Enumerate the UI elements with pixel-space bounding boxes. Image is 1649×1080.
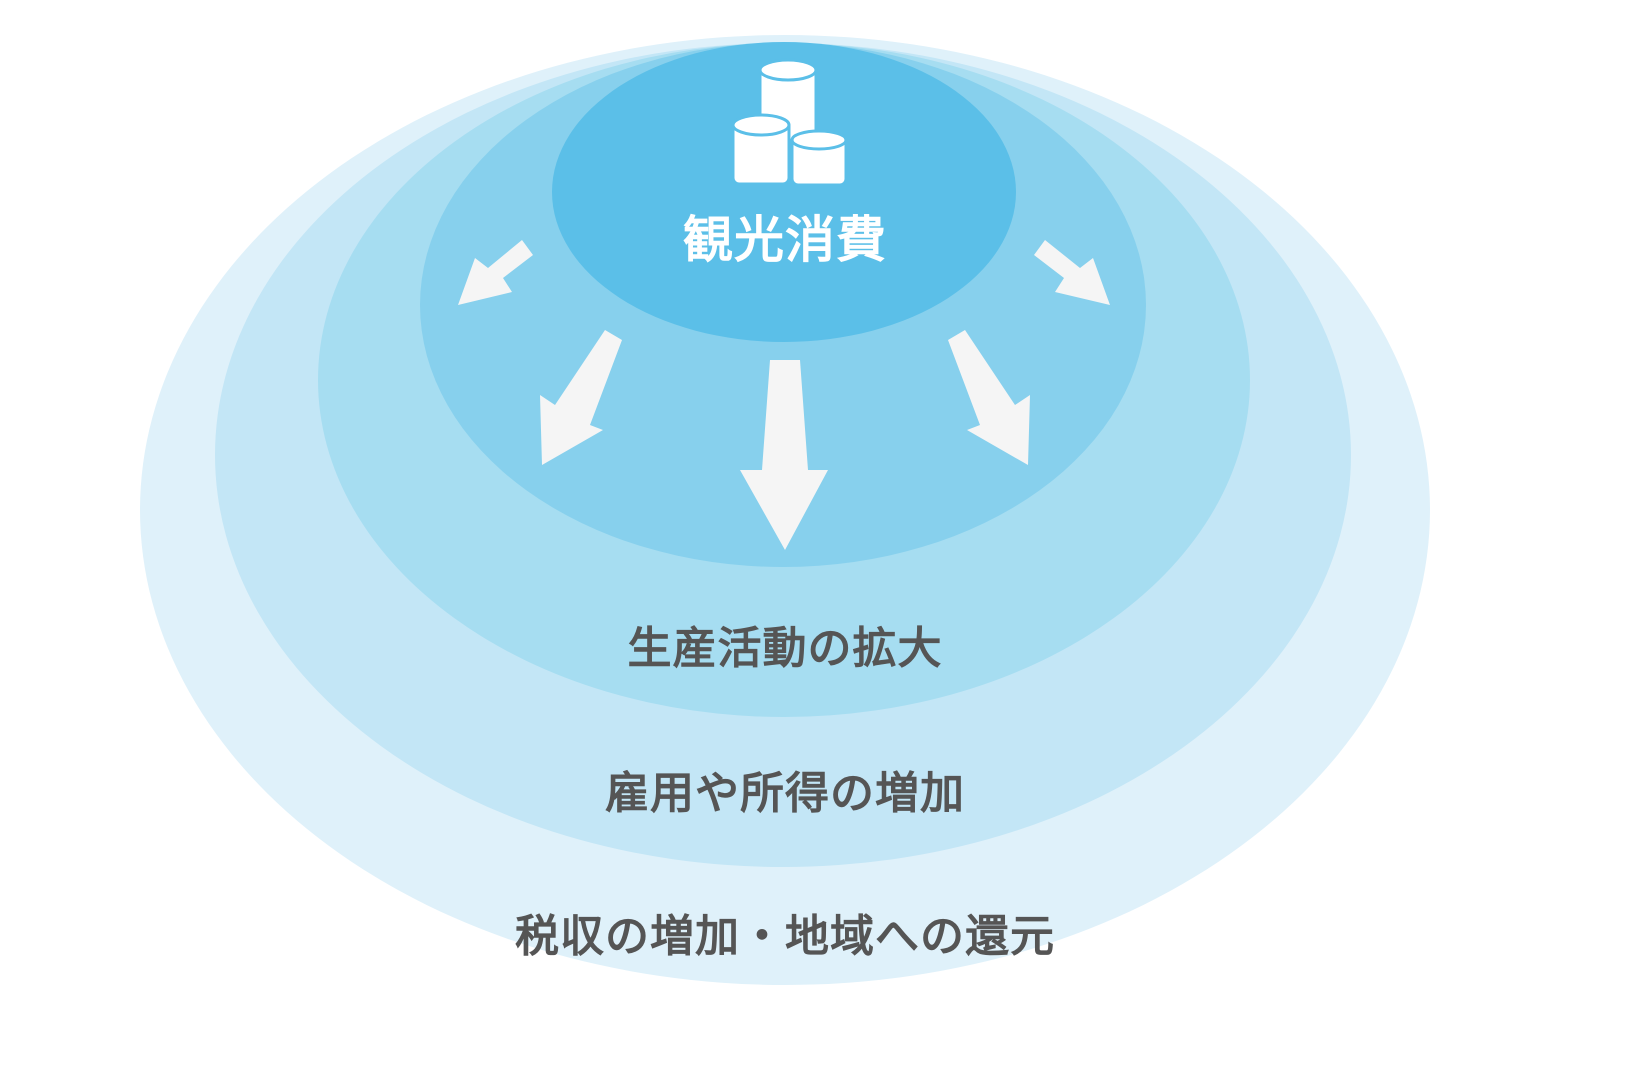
arrow-down-icon [740,360,828,550]
ring-label-production: 生産活動の拡大 [627,623,943,674]
ring-label-tax: 税収の増加・地域への還元 [515,911,1055,962]
arrow-down-right-icon [948,330,1030,465]
ring-label-employment: 雇用や所得の増加 [605,768,965,819]
core-ellipse [552,42,1016,342]
coins-icon [731,58,848,187]
arrow-down-left-icon [540,330,622,465]
arrows [458,240,1110,550]
arrow-left-icon [458,240,533,305]
center-label: 観光消費 [683,211,887,269]
arrow-right-icon [1034,240,1110,305]
